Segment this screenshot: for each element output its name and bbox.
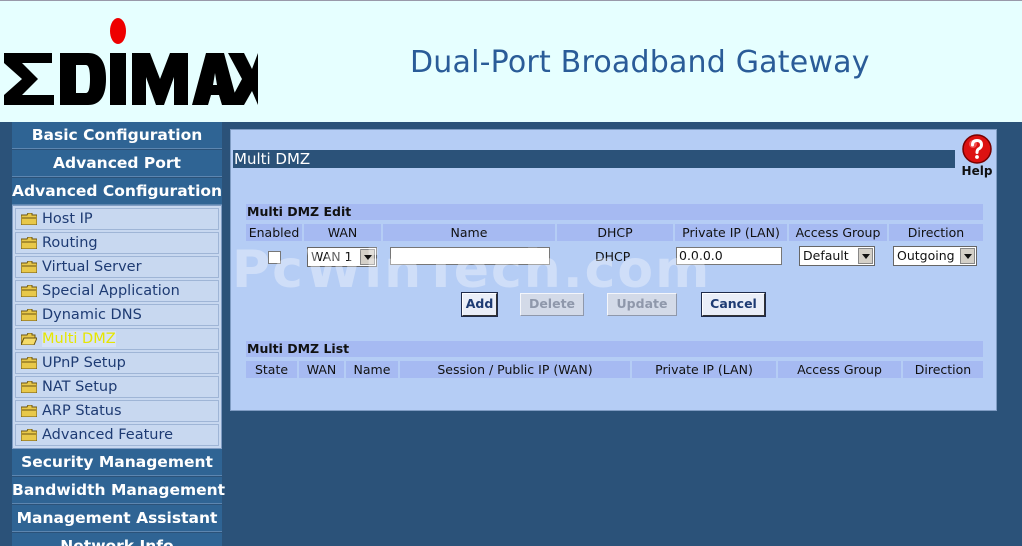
sidebar-item-upnp-setup[interactable]: UPnP Setup	[15, 352, 219, 374]
list-col-access-group: Access Group	[778, 361, 901, 378]
sidebar-item-routing[interactable]: Routing	[15, 232, 219, 254]
multi-dmz-panel: Multi DMZ Help Multi DMZ Edit Enabled WA…	[230, 129, 997, 411]
header: Dual-Port Broadband Gateway	[0, 0, 1022, 122]
chevron-down-icon	[858, 248, 873, 264]
panel-title: Multi DMZ	[233, 150, 955, 168]
folder-icon	[21, 429, 37, 441]
col-enabled: Enabled	[246, 224, 302, 241]
nav-security-management[interactable]: Security Management	[12, 449, 222, 476]
folder-icon	[21, 381, 37, 393]
sidebar-item-arp-status[interactable]: ARP Status	[15, 400, 219, 422]
access-group-select[interactable]: Default	[799, 246, 875, 266]
col-direction: Direction	[889, 224, 983, 241]
advanced-configuration-submenu: Host IP Routing Virtual Server Special A…	[12, 205, 222, 449]
folder-icon	[21, 405, 37, 417]
col-name: Name	[383, 224, 555, 241]
name-input[interactable]	[390, 247, 550, 265]
nav-bandwidth-management[interactable]: Bandwidth Management	[12, 477, 225, 504]
folder-icon	[21, 357, 37, 369]
delete-button[interactable]: Delete	[520, 293, 584, 316]
dhcp-label: DHCP	[595, 249, 631, 264]
multi-dmz-edit-heading: Multi DMZ Edit	[246, 204, 983, 220]
sidebar-nav: Basic Configuration Advanced Port Advanc…	[12, 122, 225, 546]
multi-dmz-list-heading: Multi DMZ List	[246, 341, 983, 357]
sidebar-item-advanced-feature[interactable]: Advanced Feature	[15, 424, 219, 446]
list-col-private-ip: Private IP (LAN)	[632, 361, 776, 378]
help-icon	[962, 134, 992, 164]
sidebar-item-label: ARP Status	[42, 403, 122, 419]
sidebar-item-label: Dynamic DNS	[42, 307, 142, 323]
access-group-value: Default	[803, 248, 849, 263]
sidebar-item-label: Multi DMZ	[42, 331, 116, 347]
sidebar-item-label: Virtual Server	[42, 259, 142, 275]
sidebar-item-label: Special Application	[42, 283, 180, 299]
chevron-down-icon	[960, 248, 975, 264]
nav-management-assistant[interactable]: Management Assistant	[12, 505, 222, 532]
chevron-down-icon	[360, 249, 375, 265]
sidebar-item-label: Routing	[42, 235, 98, 251]
sidebar-item-host-ip[interactable]: Host IP	[15, 208, 219, 230]
sidebar-item-dynamic-dns[interactable]: Dynamic DNS	[15, 304, 219, 326]
list-col-wan: WAN	[299, 361, 344, 378]
sidebar-item-label: Advanced Feature	[42, 427, 174, 443]
sidebar-item-multi-dmz[interactable]: Multi DMZ	[15, 328, 219, 350]
folder-icon	[21, 261, 37, 273]
folder-open-icon	[21, 333, 37, 345]
update-button[interactable]: Update	[607, 293, 677, 316]
list-col-session-public-ip: Session / Public IP (WAN)	[400, 361, 630, 378]
folder-icon	[21, 213, 37, 225]
help-button[interactable]: Help	[959, 134, 995, 186]
col-access-group: Access Group	[789, 224, 887, 241]
add-button[interactable]: Add	[462, 293, 497, 316]
sidebar-item-special-application[interactable]: Special Application	[15, 280, 219, 302]
private-ip-input[interactable]: 0.0.0.0	[676, 247, 782, 265]
col-wan: WAN	[304, 224, 381, 241]
sidebar-item-label: Host IP	[42, 211, 93, 227]
wan-select-value: WAN 1	[311, 249, 353, 264]
direction-select[interactable]: Outgoing	[893, 246, 977, 266]
nav-advanced-configuration[interactable]: Advanced Configuration	[12, 178, 222, 205]
nav-advanced-port[interactable]: Advanced Port	[12, 150, 222, 177]
sidebar-item-label: UPnP Setup	[42, 355, 126, 371]
edimax-logo	[4, 18, 258, 105]
col-dhcp: DHCP	[557, 224, 673, 241]
list-col-state: State	[246, 361, 297, 378]
folder-icon	[21, 309, 37, 321]
enabled-checkbox[interactable]	[268, 251, 281, 264]
nav-basic-configuration[interactable]: Basic Configuration	[12, 122, 222, 149]
wan-select[interactable]: WAN 1	[307, 247, 377, 267]
cancel-button[interactable]: Cancel	[702, 293, 765, 316]
sidebar-item-nat-setup[interactable]: NAT Setup	[15, 376, 219, 398]
help-label: Help	[961, 164, 993, 178]
sidebar-item-label: NAT Setup	[42, 379, 118, 395]
list-col-name: Name	[346, 361, 398, 378]
folder-icon	[21, 285, 37, 297]
sidebar-item-virtual-server[interactable]: Virtual Server	[15, 256, 219, 278]
nav-network-info[interactable]: Network Info	[12, 533, 222, 546]
direction-value: Outgoing	[897, 248, 955, 263]
folder-icon	[21, 237, 37, 249]
list-col-direction: Direction	[903, 361, 983, 378]
page-title: Dual-Port Broadband Gateway	[410, 45, 870, 80]
col-private-ip: Private IP (LAN)	[675, 224, 787, 241]
